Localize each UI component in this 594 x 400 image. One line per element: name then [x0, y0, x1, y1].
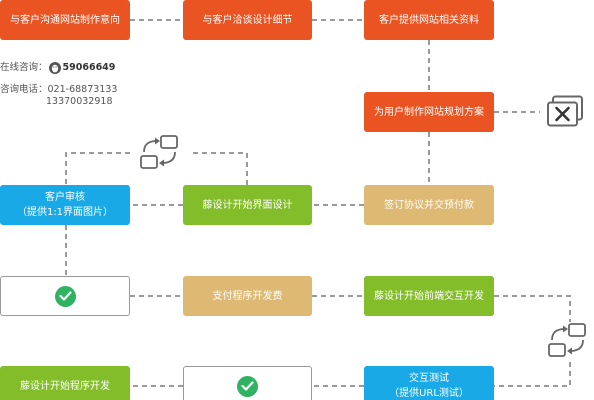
online-label: 在线咨询：: [0, 62, 48, 73]
step-label-line1: 交互测试: [409, 373, 449, 384]
cycle-arrows-icon: [140, 135, 178, 169]
step-label-line1: 客户审核: [45, 192, 85, 203]
step-label: 签订协议并交预付款: [384, 199, 474, 211]
step-label: 支付程序开发费: [212, 290, 283, 302]
step-label: 藤设计开始程序开发: [20, 380, 110, 392]
step-program-dev: 藤设计开始程序开发: [0, 366, 130, 400]
step-client-review: 客户审核 （提供1:1界面图片）: [0, 185, 130, 225]
cycle-arrows-icon: [548, 323, 586, 357]
phone-number-1: 021-68873133: [47, 84, 118, 95]
step-discuss-details: 与客户洽谈设计细节: [183, 0, 312, 40]
reject-box-icon: [547, 95, 583, 127]
step-label: 藤设计开始前端交互开发: [374, 290, 484, 302]
step-sign-agreement: 签订协议并交预付款: [364, 185, 494, 225]
step-communicate-intent: 与客户沟通网站制作意向: [0, 0, 130, 40]
approved-box: [183, 366, 312, 400]
step-interaction-test: 交互测试 （提供URL测试）: [364, 366, 494, 400]
step-website-plan: 为用户制作网站规划方案: [364, 92, 494, 132]
check-icon: [237, 375, 258, 397]
contact-phone: 咨询电话：021-68873133: [0, 84, 117, 96]
step-label-line2: （提供URL测试）: [389, 388, 469, 399]
step-label: 与客户沟通网站制作意向: [10, 14, 120, 26]
contact-online: 在线咨询： 59066649: [0, 62, 115, 74]
step-label: 藤设计开始界面设计: [202, 199, 293, 211]
step-pay-dev-fee: 支付程序开发费: [183, 276, 312, 316]
step-label: 客户提供网站相关资料: [379, 14, 479, 26]
phone-label: 咨询电话：: [0, 84, 48, 95]
step-frontend-dev: 藤设计开始前端交互开发: [364, 276, 494, 316]
check-icon: [54, 285, 76, 307]
step-label: 为用户制作网站规划方案: [374, 106, 484, 118]
qq-penguin-icon: [48, 62, 61, 74]
approved-box: [0, 276, 130, 316]
step-interface-design: 藤设计开始界面设计: [183, 185, 312, 225]
step-provide-materials: 客户提供网站相关资料: [364, 0, 494, 40]
contact-phone-2: 13370032918: [46, 96, 113, 108]
step-label-line2: （提供1:1界面图片）: [16, 207, 114, 218]
phone-number-2: 13370032918: [46, 96, 113, 107]
step-label: 与客户洽谈设计细节: [202, 14, 293, 26]
qq-number: 59066649: [62, 62, 116, 73]
